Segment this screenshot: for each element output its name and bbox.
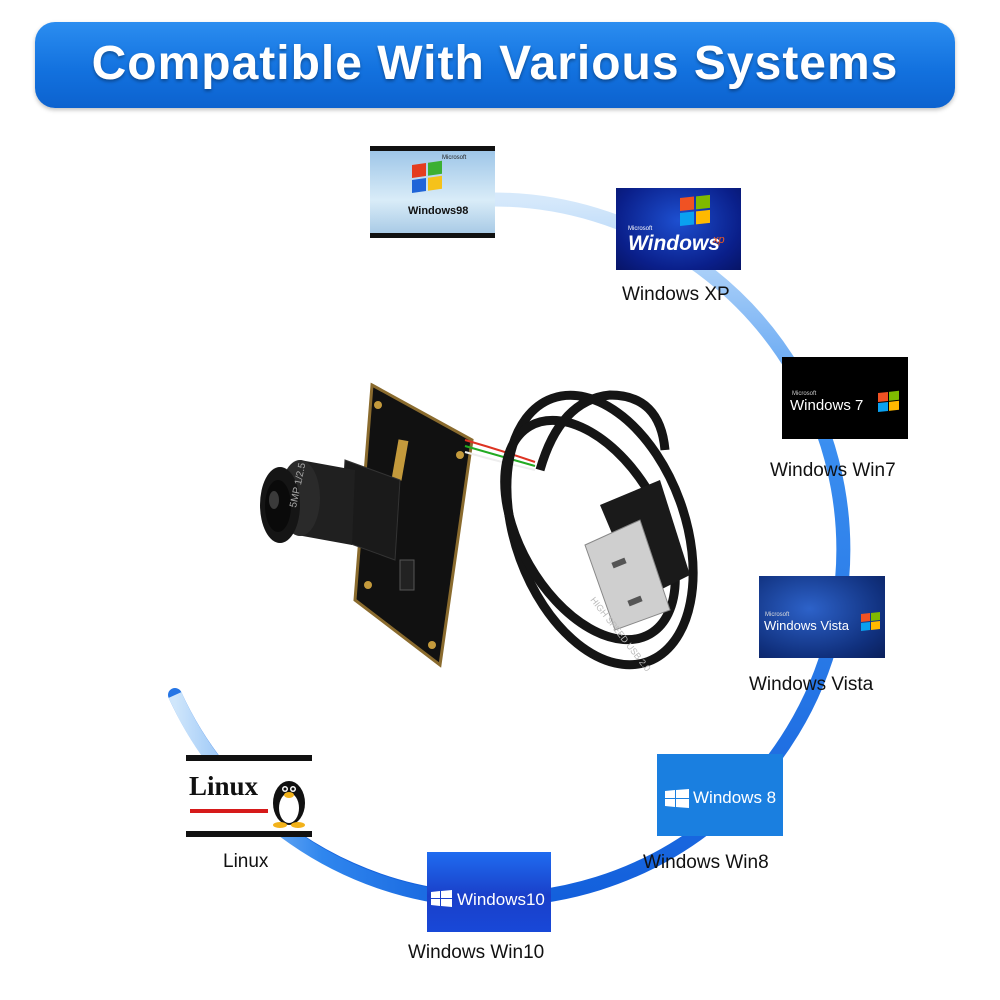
caption-windows-vista: Windows Vista — [749, 674, 874, 695]
usb-plug-icon — [584, 480, 690, 631]
logo-text: Windows — [628, 232, 720, 255]
windows-flag-icon — [861, 612, 880, 631]
windows-flag-icon — [665, 789, 689, 808]
caption-linux: Linux — [223, 851, 269, 872]
logo-text: Linux — [189, 771, 259, 801]
logo-text: Windows Vista — [764, 618, 850, 633]
windows-flag-icon — [412, 160, 442, 193]
windows8-logo: Windows 8 — [657, 754, 783, 836]
caption-windows-win8: Windows Win8 — [643, 852, 769, 873]
brand-text: Microsoft — [792, 391, 817, 397]
windows10-logo: Windows10 — [427, 852, 551, 932]
logo-text: Windows 7 — [790, 397, 864, 414]
caption-windows-win10: Windows Win10 — [408, 942, 545, 963]
brand-text: Microsoft — [628, 226, 653, 232]
brand-text: Microsoft — [765, 612, 790, 618]
windows-flag-icon — [878, 390, 899, 412]
caption-windows-win7: Windows Win7 — [770, 460, 896, 481]
windows-xp-logo: Microsoft Windows xp — [616, 188, 741, 270]
caption-windows-xp: Windows XP — [622, 284, 730, 305]
linux-underline — [190, 809, 268, 813]
logo-text: Windows10 — [457, 890, 545, 909]
windows98-logo: Microsoft Windows98 — [370, 146, 495, 238]
usb-cable — [500, 390, 698, 670]
page-title: Compatible With Various Systems — [91, 37, 899, 90]
logo-text: Windows98 — [408, 205, 469, 217]
logo-suffix: xp — [713, 234, 725, 246]
windows7-logo: Microsoft Windows 7 — [782, 357, 908, 439]
logo-text: Windows 8 — [693, 788, 777, 807]
windows-flag-icon — [680, 194, 710, 226]
header-banner: Compatible With Various Systems — [35, 22, 955, 108]
linux-logo: Linux — [186, 755, 312, 837]
windows-flag-icon — [431, 890, 452, 907]
brand-text: Microsoft — [442, 155, 467, 161]
pcb-board — [355, 385, 472, 665]
tux-penguin-icon — [273, 781, 305, 828]
windows-vista-logo: Microsoft Windows Vista — [759, 576, 885, 658]
lens-icon — [260, 460, 355, 545]
